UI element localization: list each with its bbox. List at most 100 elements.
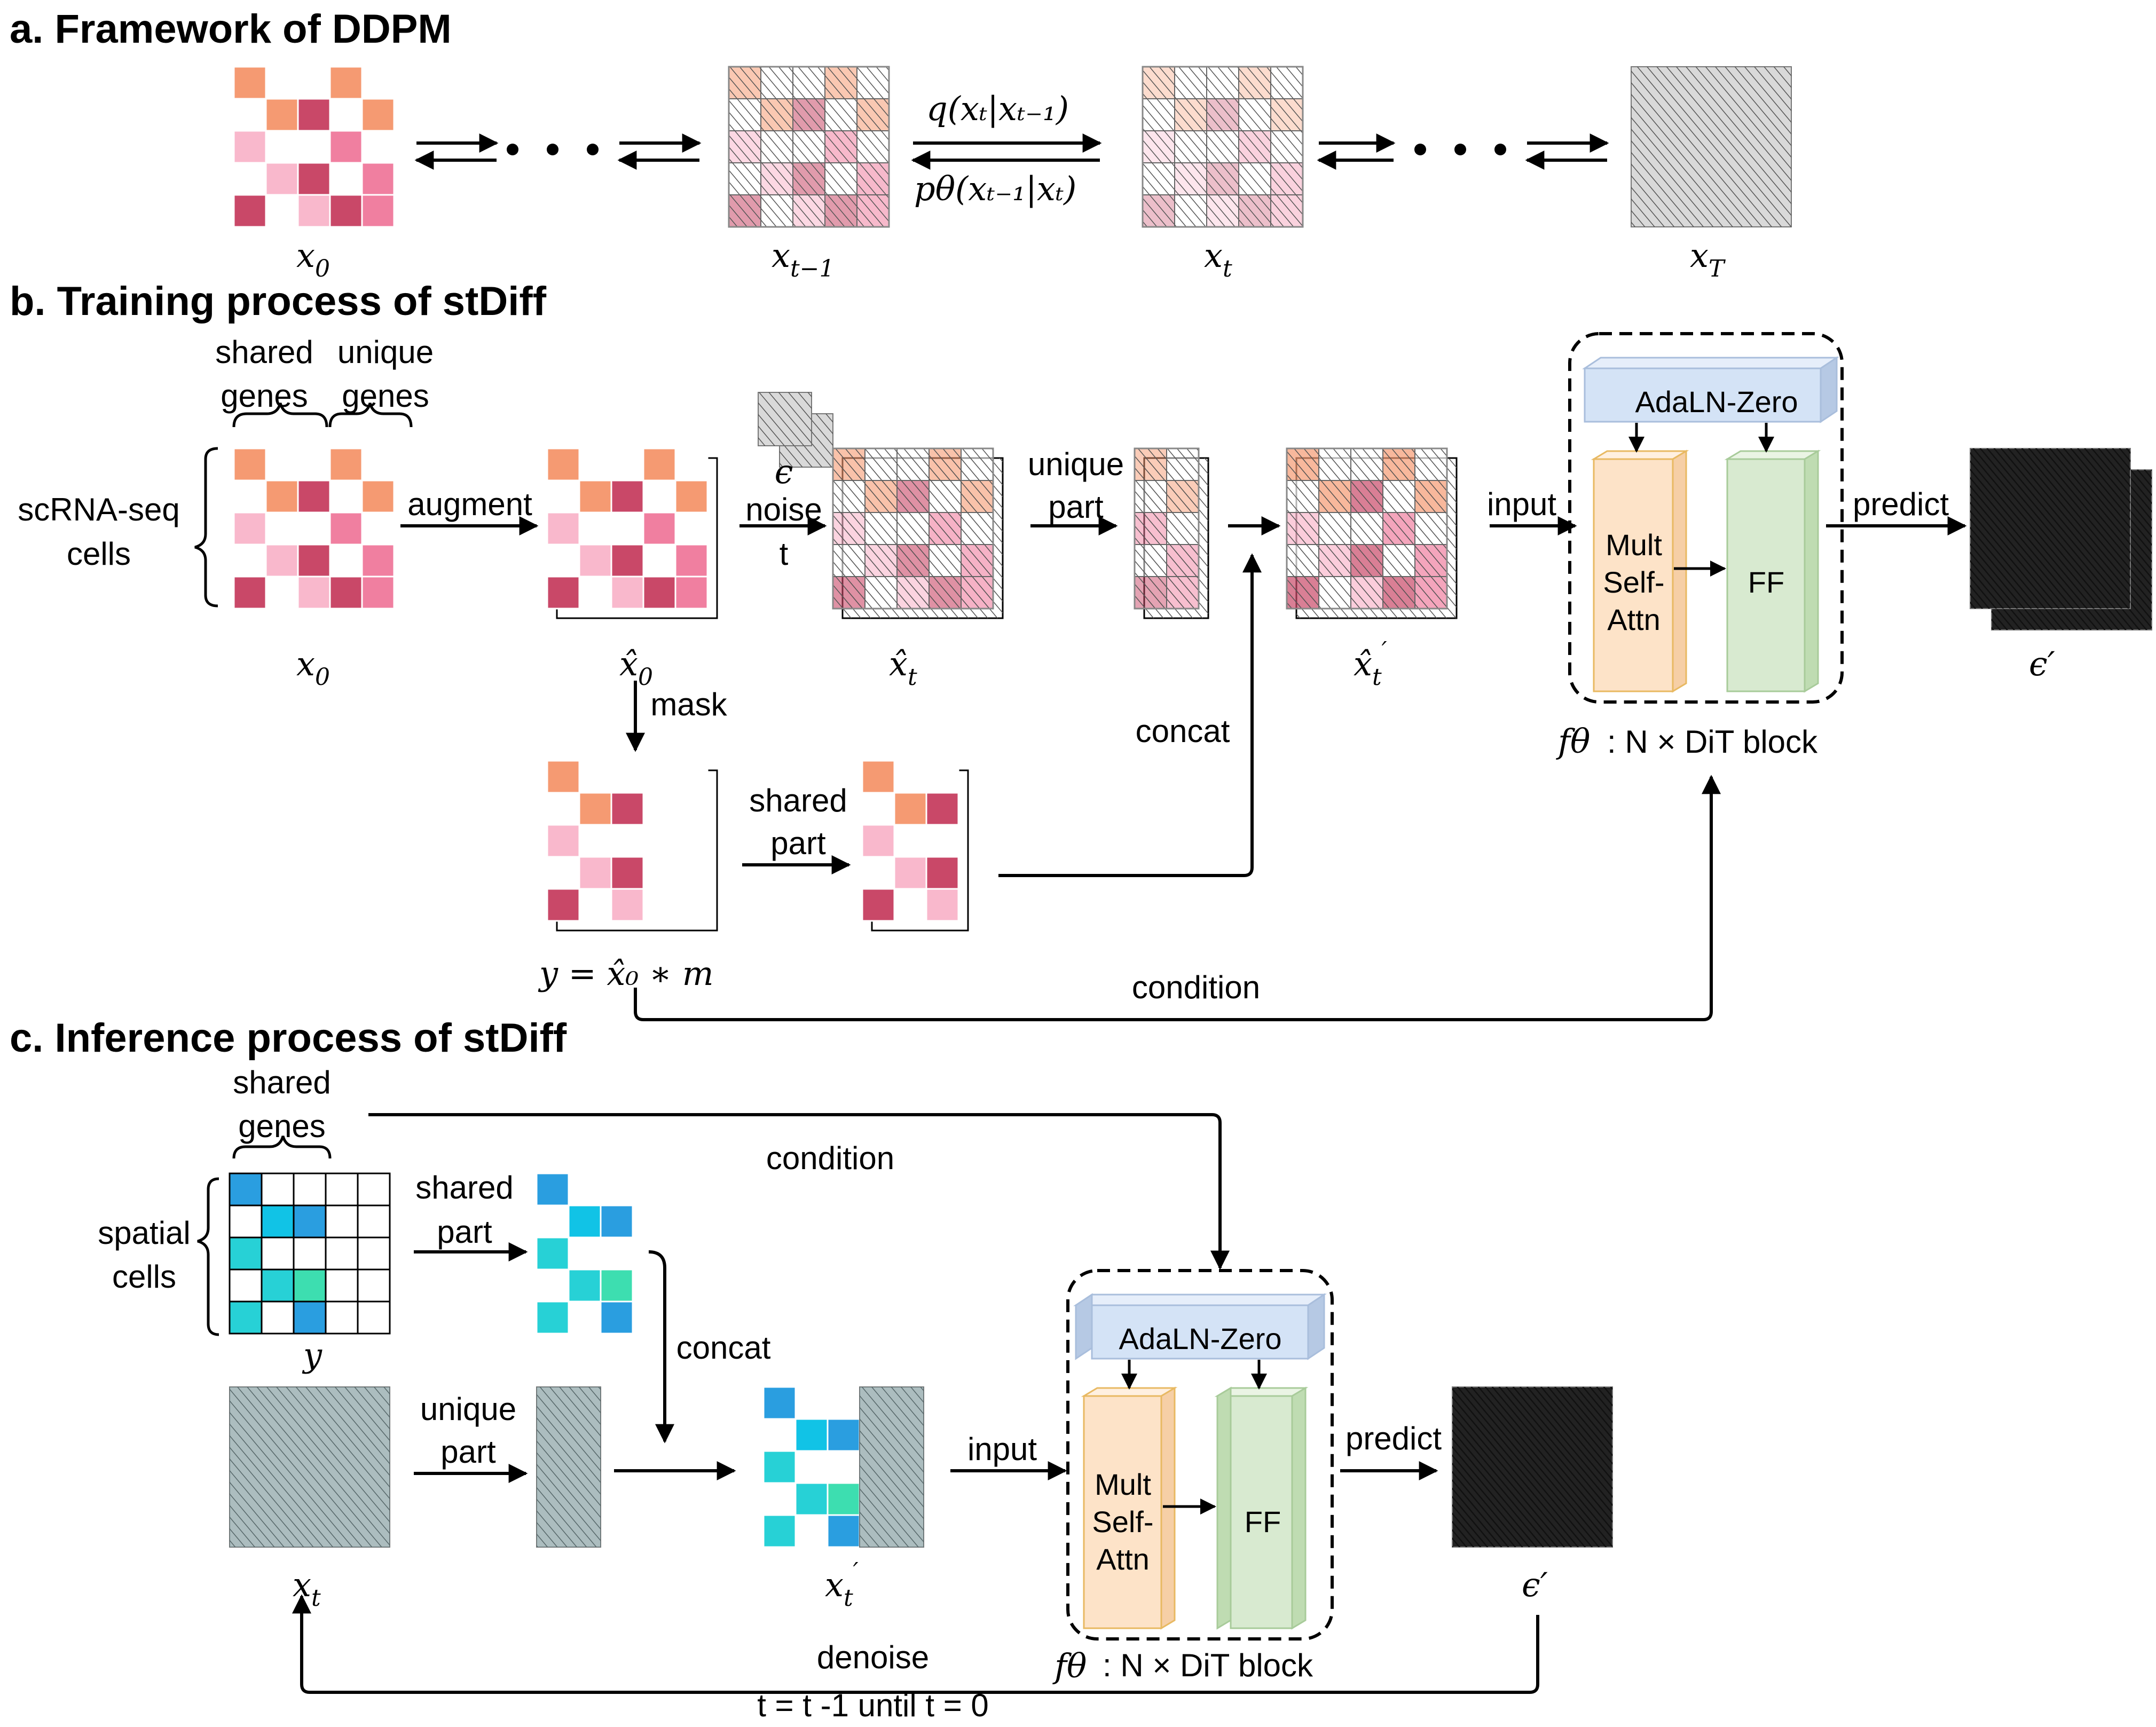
noise-hatch (1631, 67, 1791, 227)
noise-hatch (897, 448, 929, 480)
matrix-cell (329, 511, 363, 546)
noise-hatch (833, 480, 865, 512)
inf-attn-label-3: Attn (1096, 1542, 1150, 1576)
noise-epsilon-thumbnail (758, 392, 833, 468)
ddpm-arrows (414, 133, 1609, 170)
matrix-cell (536, 1172, 570, 1206)
matrix-cell (265, 511, 299, 546)
noise-hatch (1415, 448, 1447, 480)
matrix-cell (361, 130, 395, 164)
matrix-cell (674, 760, 709, 794)
noise-hatch (1143, 195, 1175, 227)
matrix-cell (233, 447, 267, 482)
unique-genes-label: unique (337, 334, 434, 370)
matrix-cell (827, 1514, 861, 1548)
matrix-cell (568, 1236, 602, 1271)
inf-shared-genes-label: shared (233, 1064, 331, 1100)
matrix-cell (600, 1172, 634, 1206)
matrix-cell (674, 543, 709, 578)
matrix-cell (233, 130, 267, 164)
matrix-cell (546, 856, 580, 890)
matrix-cell (265, 575, 299, 610)
matrix-outline (861, 760, 959, 922)
noise-hatch (1135, 480, 1167, 512)
noise-hatch (860, 1387, 924, 1547)
noise-hatch (1175, 163, 1207, 195)
matrix-cell (325, 1300, 359, 1335)
noise-hatch (1271, 67, 1303, 99)
inf-epsilon-prediction (1452, 1386, 1613, 1548)
noise-hatch (929, 480, 961, 512)
matrix-cell (361, 543, 395, 578)
noise-hatch (729, 67, 761, 99)
noise-hatch (825, 131, 857, 163)
matrix-cell (578, 888, 612, 922)
inf-xt-matrix (229, 1386, 390, 1548)
noise-hatch (1287, 448, 1319, 480)
matrix-cell (893, 760, 927, 794)
matrix-cell (578, 824, 612, 858)
matrix-cell (233, 98, 267, 132)
matrix-cell (229, 1300, 263, 1335)
noise-hatch (961, 448, 993, 480)
matrix-cell (233, 162, 267, 196)
matrix-cell (297, 447, 331, 482)
matrix-outline (546, 760, 709, 922)
shared-genes-label: shared (215, 334, 313, 370)
noise-hatch (729, 131, 761, 163)
matrix-cell (762, 1386, 797, 1420)
matrix-cell (265, 479, 299, 514)
noise-hatch (1452, 1387, 1612, 1547)
noise-hatch (1319, 480, 1351, 512)
matrix-cell (893, 856, 927, 890)
noise-hatch (929, 577, 961, 609)
train-dit-caption: : N × DiT block (1607, 724, 1818, 760)
noise-hatch (833, 545, 865, 577)
noise-hatch (929, 512, 961, 545)
matrix-cell (794, 1386, 829, 1420)
matrix-cell (233, 66, 267, 100)
matrix-outline (233, 447, 395, 610)
inf-adaln-label: AdaLN-Zero (1119, 1322, 1281, 1355)
matrix-outline (832, 447, 994, 610)
inf-input-label: input (967, 1431, 1037, 1467)
noise-hatch (1415, 480, 1447, 512)
noise-hatch (833, 577, 865, 609)
noise-hatch (1207, 195, 1239, 227)
train-x0-matrix (233, 447, 395, 610)
scrna-cells-label-2: cells (67, 536, 131, 572)
train-xthat-label: x̂t (889, 644, 917, 691)
inf-shared-genes-label-2: genes (238, 1108, 325, 1144)
matrix-cell (578, 856, 612, 890)
matrix-cell (568, 1172, 602, 1206)
matrix-cell (610, 760, 644, 794)
noise-hatch (1351, 480, 1383, 512)
matrix-cell (293, 1268, 327, 1303)
matrix-cell (546, 888, 580, 922)
train-arrows (400, 516, 1967, 1021)
noise-hatch (761, 195, 793, 227)
train-adaln-label: AdaLN-Zero (1635, 385, 1798, 419)
inf-shared-part-label-2: part (437, 1214, 492, 1250)
matrix-cell (578, 447, 612, 482)
matrix-cell (861, 792, 895, 826)
matrix-cell (827, 1450, 861, 1484)
matrix-cell (600, 1236, 634, 1271)
inf-attn-label: Mult (1095, 1468, 1151, 1501)
matrix-cell (600, 1268, 634, 1303)
matrix-cell (329, 543, 363, 578)
matrix-cell (229, 1204, 263, 1239)
matrix-cell (233, 543, 267, 578)
matrix-outline (546, 447, 709, 610)
matrix-outline (229, 1172, 391, 1335)
matrix-cell (261, 1268, 295, 1303)
inf-concat-label: concat (676, 1330, 771, 1366)
unique-genes-label-2: genes (342, 378, 429, 414)
matrix-cell (827, 1386, 861, 1420)
matrix-cell (361, 575, 395, 610)
matrix-cell (578, 479, 612, 514)
teal-tint (860, 1387, 924, 1547)
matrix-cell (674, 447, 709, 482)
matrix-cell (297, 66, 331, 100)
noise-hatch (865, 480, 897, 512)
